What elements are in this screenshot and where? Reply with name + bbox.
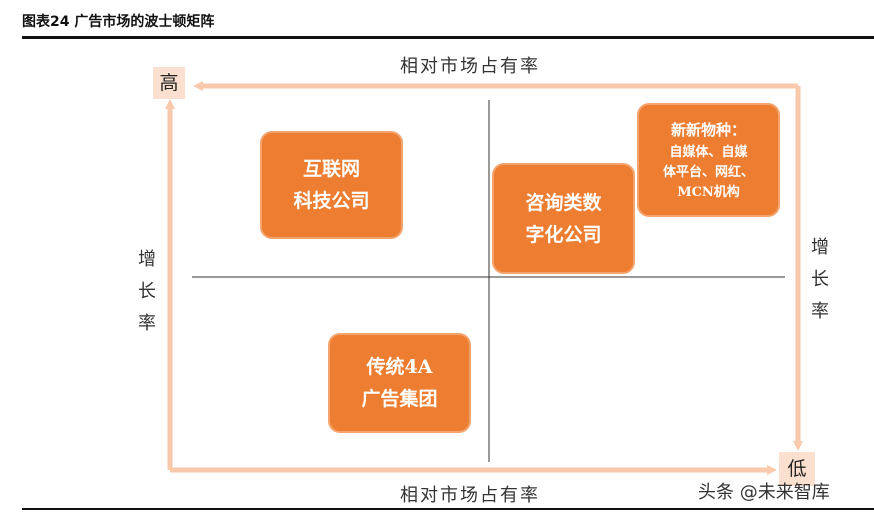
right-axis-label: 增长率 — [811, 237, 829, 322]
new-species-box: 新新物种： 自媒体、自媒 体平台、网红、 MCN机构 — [637, 103, 780, 217]
bottom-rule — [22, 508, 874, 510]
left-axis-label: 增长率 — [138, 249, 156, 334]
high-label: 高 — [153, 67, 185, 99]
top-axis-label: 相对市场占有率 — [400, 56, 540, 77]
top-rule — [22, 36, 874, 39]
consulting-digital-box: 咨询类数 字化公司 — [492, 163, 635, 274]
traditional-4a-box: 传统4A 广告集团 — [328, 333, 471, 433]
figure-title: 图表24 广告市场的波士顿矩阵 — [22, 14, 215, 30]
watermark: 头条 @未来智库 — [698, 482, 830, 503]
bottom-axis-label: 相对市场占有率 — [400, 485, 540, 506]
internet-tech-box: 互联网 科技公司 — [260, 131, 403, 239]
low-label: 低 — [779, 452, 815, 486]
